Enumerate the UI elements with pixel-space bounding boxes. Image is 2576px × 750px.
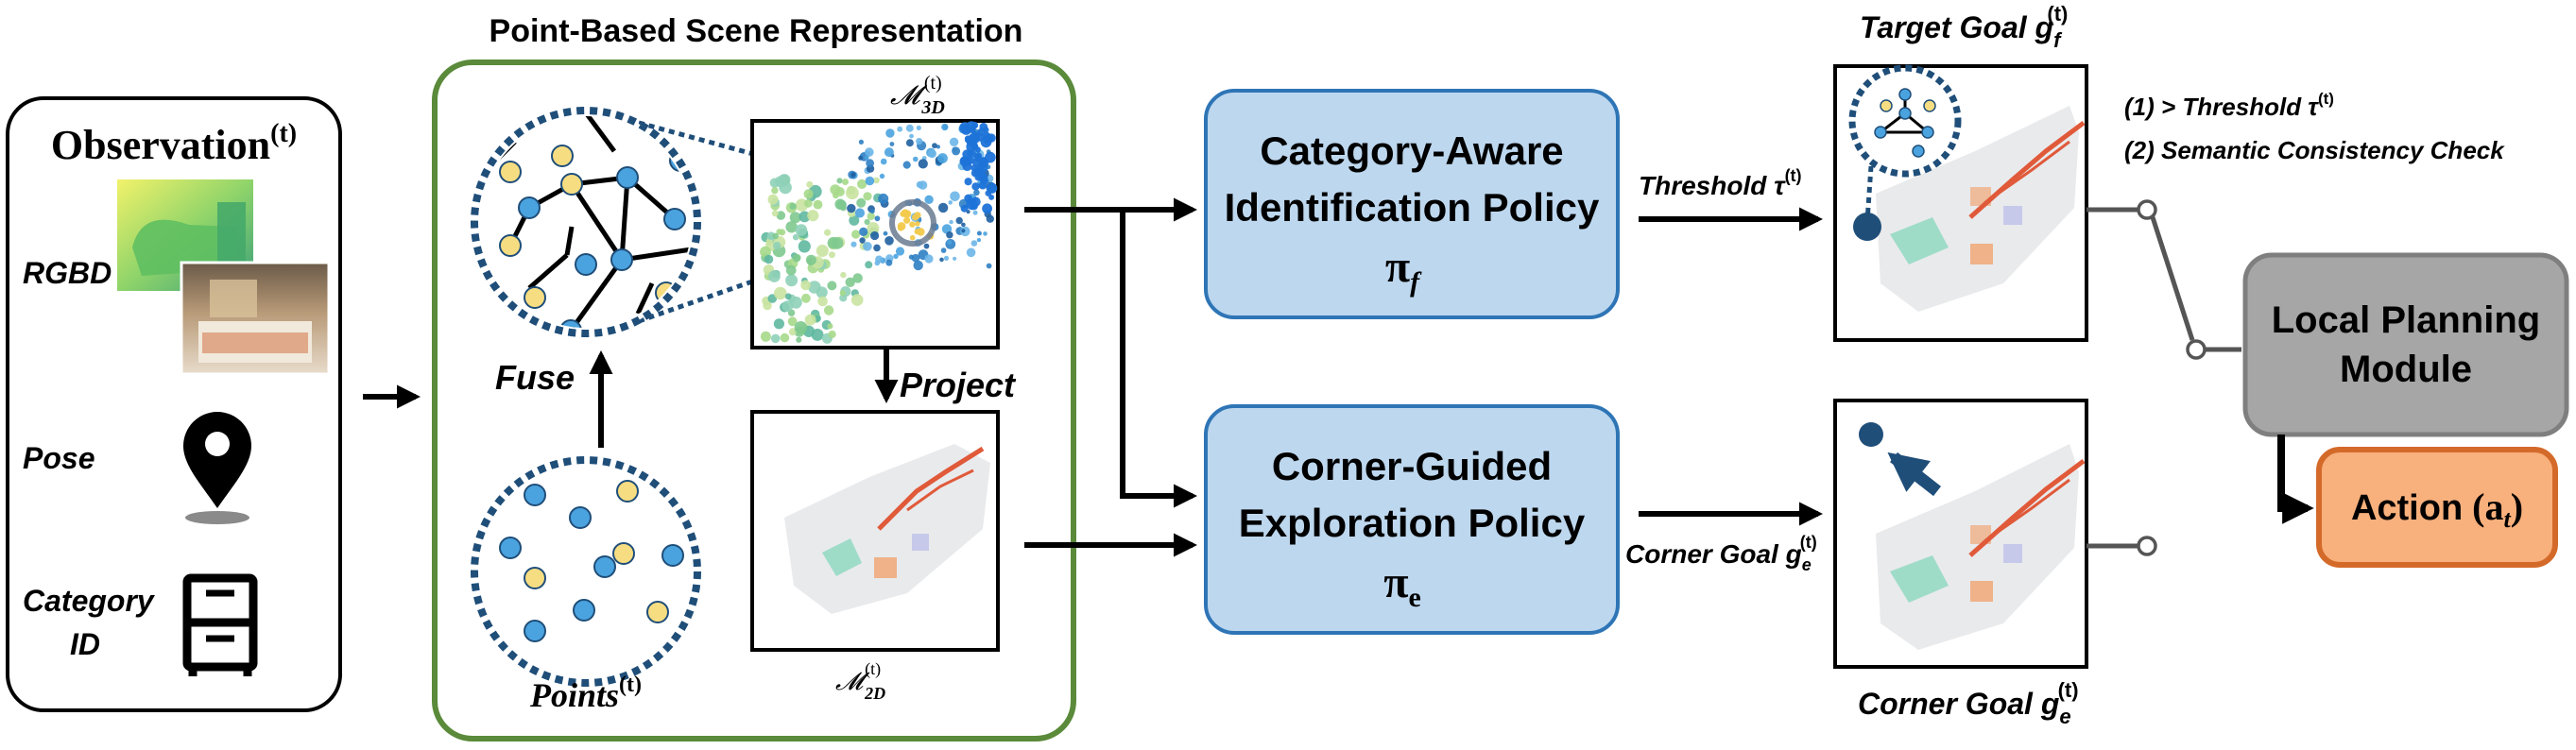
graph-circle [471, 107, 701, 337]
corner-goal-arrow-label: Corner Goal ge(t) [1625, 533, 1817, 574]
points-label: Points(t) [529, 673, 642, 714]
planning-line2: Module [2340, 349, 2472, 390]
identification-symbol: πf [1385, 242, 1422, 298]
pose-label: Pose [23, 441, 94, 475]
category-label-line1: Category [23, 584, 156, 618]
pin-icon [183, 412, 251, 524]
threshold-label: Threshold τ(t) [1639, 166, 1802, 200]
exploration-symbol: πe [1383, 557, 1421, 613]
corner-goal-marker [1859, 422, 1883, 447]
action-box: Action(at) [2316, 447, 2558, 568]
map3d-view [750, 119, 1000, 349]
floor-map-target [1876, 106, 2086, 312]
arrow-planning-to-action [2277, 435, 2314, 524]
scene-to-policy-connectors [1024, 197, 1198, 557]
rgbd-label: RGBD [23, 256, 112, 290]
project-label: Project [900, 366, 1017, 404]
exploration-policy-box: Corner-Guided Exploration Policy πe [1204, 404, 1620, 635]
exploration-line1: Corner-Guided [1272, 444, 1552, 488]
goal-selector-switch [2087, 199, 2241, 556]
observation-panel: Observation(t) RGBD Pose Category ID [6, 96, 342, 712]
floor-map-2d [784, 444, 990, 614]
points-circle [471, 456, 701, 687]
action-label: Action(at) [2351, 486, 2523, 533]
local-planning-module-box: Local Planning Module [2242, 252, 2569, 437]
map2d-view [750, 410, 1000, 652]
fuse-label: Fuse [495, 358, 575, 397]
planning-line1: Local Planning [2272, 299, 2540, 341]
rgb-image-icon [180, 261, 331, 376]
target-goal-label: Target Goal gf(t) [1860, 2, 2068, 52]
exploration-line2: Exploration Policy [1239, 501, 1586, 545]
category-label-line2: ID [70, 627, 100, 661]
corner-goal-label: Corner Goal ge(t) [1858, 678, 2079, 728]
scene-title: Point-Based Scene Representation [489, 13, 1023, 49]
observation-title: Observation(t) [51, 119, 297, 168]
corner-direction-arrow [1887, 452, 1942, 497]
condition1: (1) > Threshold τ(t) [2124, 90, 2334, 121]
identification-line1: Category-Aware [1260, 128, 1563, 173]
target-goal-marker [1853, 213, 1881, 241]
identification-line2: Identification Policy [1225, 185, 1600, 230]
corner-goal-map [1833, 399, 2088, 669]
condition2: (2) Semantic Consistency Check [2124, 136, 2505, 164]
target-goal-map [1833, 64, 2088, 342]
floor-map-corner [1876, 444, 2086, 650]
cabinet-icon [182, 573, 258, 676]
depth-image-icon [117, 179, 253, 291]
identification-policy-box: Category-Aware Identification Policy πf [1204, 89, 1620, 319]
